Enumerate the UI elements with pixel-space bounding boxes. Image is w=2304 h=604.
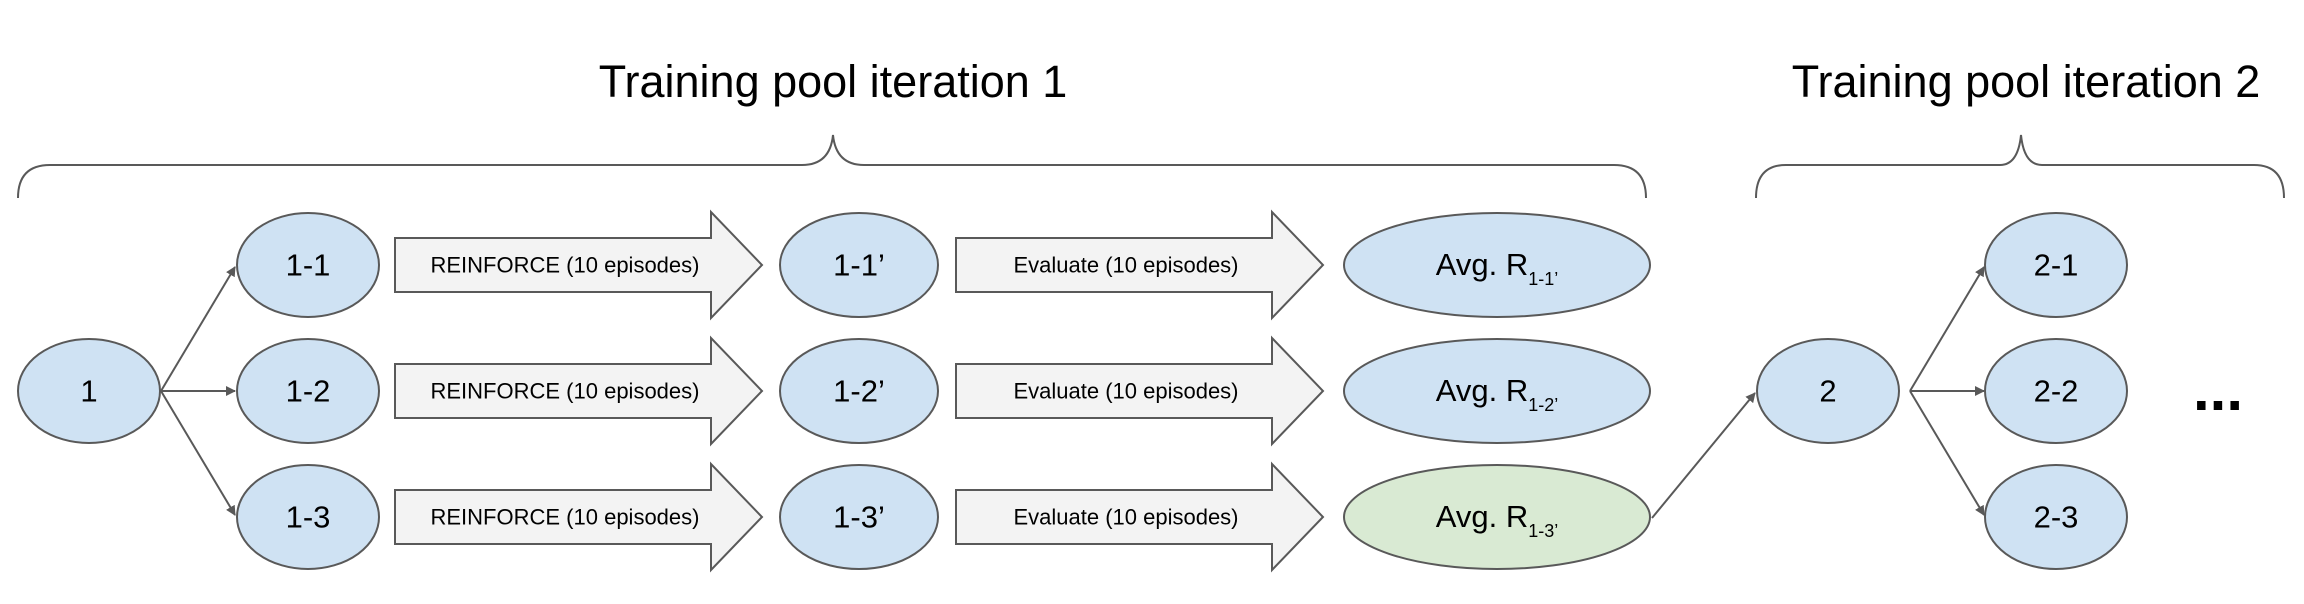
node-1-2-trained: 1-2’ [779, 338, 939, 444]
node-1: 1 [17, 338, 161, 444]
reinforce-arrow-3: REINFORCE (10 episodes) [394, 461, 764, 573]
svg-text:1-1: 1-1 [286, 248, 331, 283]
reward-1-2: Avg. R1-2’ [1343, 338, 1651, 444]
svg-text:1-3: 1-3 [286, 500, 331, 535]
iteration-1-brace [17, 134, 1647, 199]
svg-text:REINFORCE (10 episodes): REINFORCE (10 episodes) [431, 505, 700, 530]
reward-subscript: 1-3’ [1528, 521, 1558, 541]
svg-text:REINFORCE (10 episodes): REINFORCE (10 episodes) [431, 379, 700, 404]
reward-label: Avg. R [1436, 499, 1528, 534]
edge-2-to-2-1 [1909, 266, 1985, 392]
svg-text:2-1: 2-1 [2034, 248, 2079, 283]
iteration-2-brace [1755, 134, 2285, 199]
reward-subscript: 1-1’ [1528, 269, 1558, 289]
node-1-3: 1-3 [236, 464, 380, 570]
svg-text:1-2’: 1-2’ [833, 374, 885, 409]
svg-text:Avg. R1-1’: Avg. R1-1’ [1436, 247, 1559, 289]
reward-label: Avg. R [1436, 373, 1528, 408]
svg-text:1: 1 [80, 374, 97, 409]
node-1-2: 1-2 [236, 338, 380, 444]
svg-text:Evaluate (10 episodes): Evaluate (10 episodes) [1013, 505, 1238, 530]
svg-text:Evaluate (10 episodes): Evaluate (10 episodes) [1013, 379, 1238, 404]
node-2: 2 [1756, 338, 1900, 444]
reward-1-3-best: Avg. R1-3’ [1343, 464, 1651, 570]
reward-subscript: 1-2’ [1528, 395, 1558, 415]
svg-text:1-1’: 1-1’ [833, 248, 885, 283]
iteration-1-title: Training pool iteration 1 [599, 56, 1068, 107]
svg-text:2: 2 [1819, 374, 1836, 409]
evaluate-arrow-3: Evaluate (10 episodes) [955, 461, 1325, 573]
edge-1-to-1-1 [160, 266, 236, 392]
svg-text:Avg. R1-3’: Avg. R1-3’ [1436, 499, 1559, 541]
node-2-1: 2-1 [1984, 212, 2128, 318]
svg-text:Avg. R1-2’: Avg. R1-2’ [1436, 373, 1559, 415]
svg-text:2-3: 2-3 [2034, 500, 2079, 535]
node-1-1: 1-1 [236, 212, 380, 318]
svg-text:REINFORCE (10 episodes): REINFORCE (10 episodes) [431, 253, 700, 278]
svg-text:Evaluate (10 episodes): Evaluate (10 episodes) [1013, 253, 1238, 278]
node-1-3-trained: 1-3’ [779, 464, 939, 570]
node-1-1-trained: 1-1’ [779, 212, 939, 318]
node-2-2: 2-2 [1984, 338, 2128, 444]
edge-2-to-2-3 [1909, 390, 1985, 516]
svg-text:1-3’: 1-3’ [833, 500, 885, 535]
evaluate-arrow-2: Evaluate (10 episodes) [955, 335, 1325, 447]
svg-text:2-2: 2-2 [2034, 374, 2079, 409]
edge-1-to-1-3 [160, 390, 236, 516]
reinforce-arrow-1: REINFORCE (10 episodes) [394, 209, 764, 321]
reinforce-arrow-2: REINFORCE (10 episodes) [394, 335, 764, 447]
node-2-3: 2-3 [1984, 464, 2128, 570]
evaluate-arrow-1: Evaluate (10 episodes) [955, 209, 1325, 321]
iteration-2-title: Training pool iteration 2 [1792, 56, 2261, 107]
svg-text:1-2: 1-2 [286, 374, 331, 409]
continuation-ellipsis: ... [2193, 356, 2243, 423]
reward-1-1: Avg. R1-1’ [1343, 212, 1651, 318]
reward-label: Avg. R [1436, 247, 1528, 282]
edge-best-to-2 [1651, 392, 1756, 519]
